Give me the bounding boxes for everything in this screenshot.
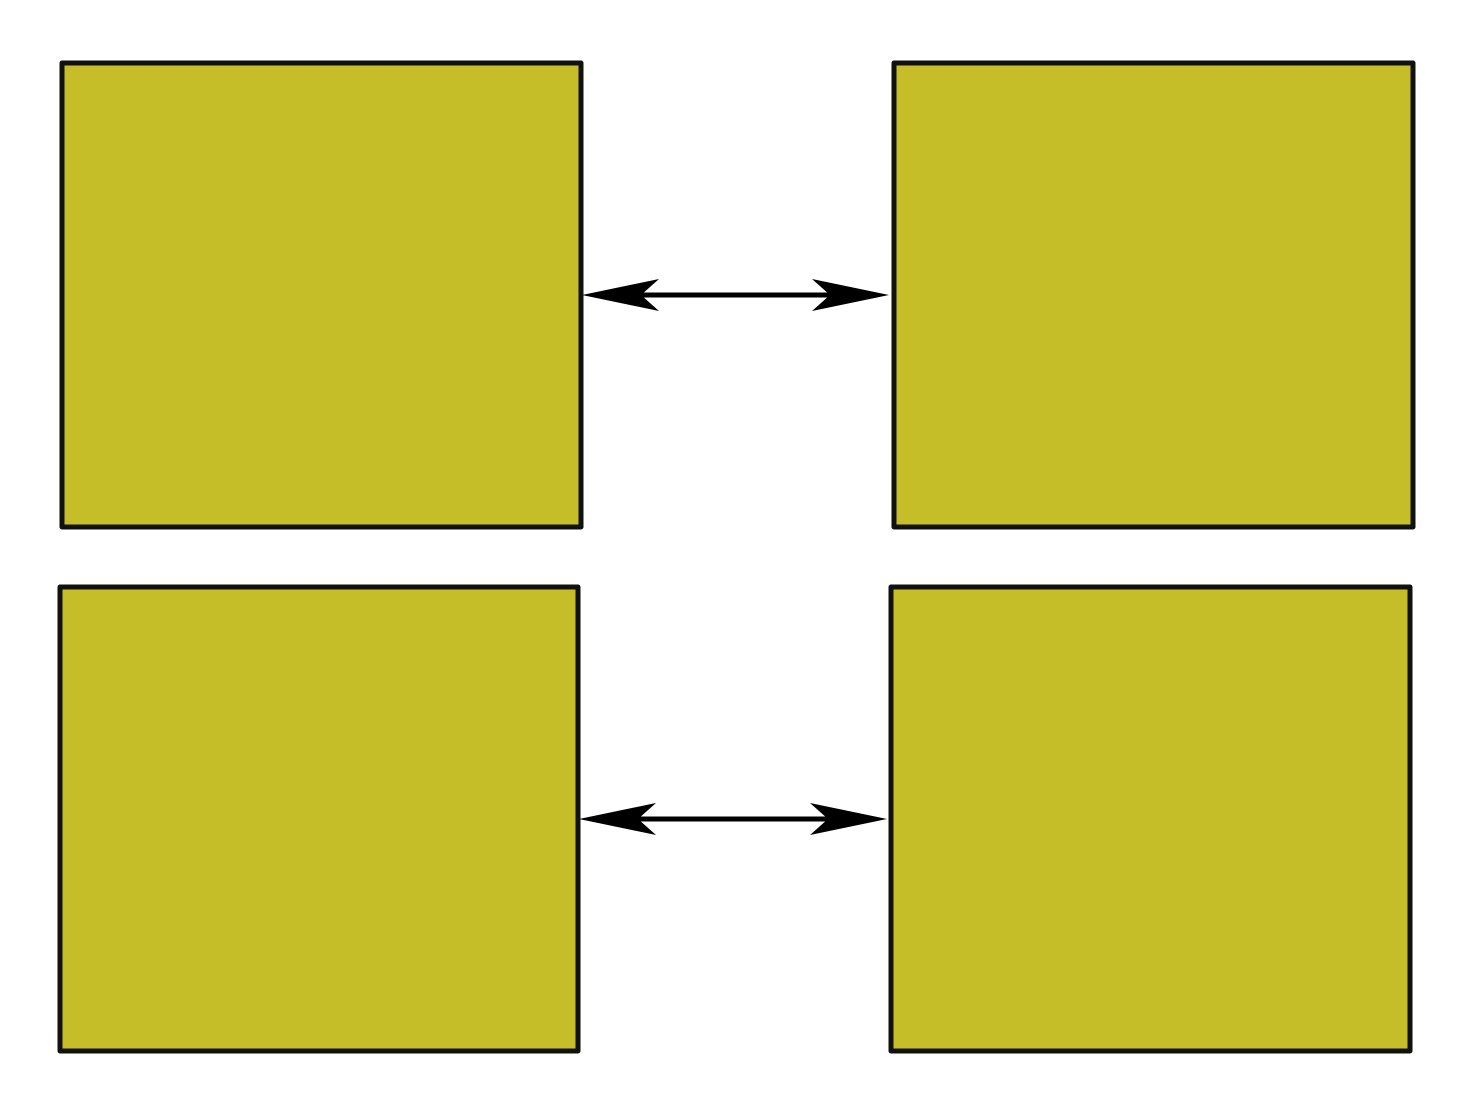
arrowhead-left-bottom: [579, 803, 656, 835]
box-bottom-left: [57, 584, 581, 1054]
box-top-right: [891, 60, 1416, 530]
box-top-left: [59, 60, 584, 530]
arrowhead-right-bottom: [810, 803, 887, 835]
bidirectional-arrow-bottom: [579, 803, 887, 835]
box-bottom-right: [888, 584, 1413, 1054]
bidirectional-arrow-top: [582, 279, 889, 311]
arrowhead-left-top: [582, 279, 659, 311]
arrowhead-right-top: [812, 279, 889, 311]
